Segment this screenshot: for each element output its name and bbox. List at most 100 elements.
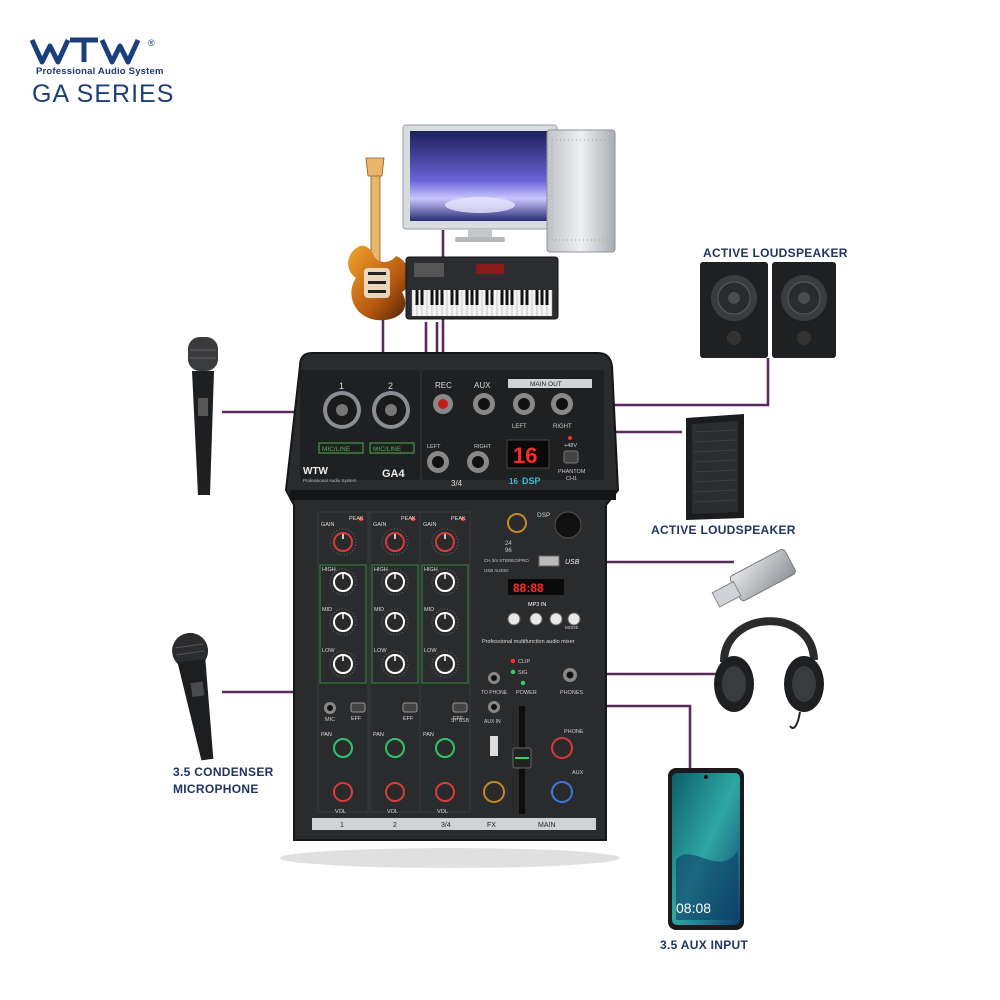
label-condenser-mic-line1: 3.5 CONDENSER [173, 765, 274, 779]
peak-led [410, 516, 416, 522]
knob-scale [431, 608, 459, 636]
xlr-jack-ch2[interactable] [372, 391, 410, 429]
mic-line-1: MIC/LINE [322, 446, 351, 453]
dsp-display: 16 [513, 443, 537, 468]
strip-label-2: 2 [393, 822, 397, 829]
fx-level-knob[interactable] [507, 513, 527, 533]
main-out-label: MAIN OUT [530, 381, 562, 388]
strip-label-main: MAIN [538, 822, 556, 829]
usb-player-button[interactable] [567, 612, 581, 626]
guitar-icon [348, 157, 410, 321]
keyboard-black-key [535, 290, 539, 305]
volume-knob[interactable] [435, 782, 455, 802]
mid-knob[interactable] [333, 612, 353, 632]
phone-volume-knob[interactable] [551, 737, 573, 759]
phone-knob-label: PHONE [564, 729, 584, 735]
rec-jack[interactable] [433, 394, 453, 414]
phantom-button[interactable] [563, 450, 579, 464]
usb-player-button[interactable] [507, 612, 521, 626]
vol-label: VOL [387, 809, 398, 815]
mid-knob[interactable] [385, 612, 405, 632]
high-knob[interactable] [435, 572, 455, 592]
pan-knob[interactable] [385, 738, 405, 758]
keyboard-black-key [520, 290, 524, 305]
knob-scale [431, 568, 459, 596]
ch34-stereo: CH 3/4 STEREO/PRO [484, 558, 529, 563]
power-label: POWER [516, 690, 537, 696]
usb-port[interactable] [538, 555, 560, 567]
high-knob[interactable] [333, 572, 353, 592]
usb-player-display: 88:88 [513, 581, 544, 595]
brand-logo: ® [30, 37, 155, 65]
usb-player-button[interactable] [549, 612, 563, 626]
peak-label: PEAK [349, 516, 364, 522]
aux-knob-label: AUX [572, 770, 584, 776]
keyboard-black-key [510, 290, 514, 305]
aux-volume-knob[interactable] [551, 781, 573, 803]
peak-led [358, 516, 364, 522]
computer-icon [402, 124, 616, 253]
mic-35-jack[interactable] [324, 702, 336, 714]
knob-scale [431, 650, 459, 678]
mid-label: MID [322, 607, 332, 613]
usb-player-button[interactable] [529, 612, 543, 626]
rec-label: REC [435, 381, 452, 390]
registered-mark: ® [148, 38, 155, 48]
vol-label: VOL [335, 809, 346, 815]
main-left-jack[interactable] [513, 393, 535, 415]
ch34-right-jack[interactable] [467, 451, 489, 473]
volume-knob[interactable] [333, 782, 353, 802]
keyboard-black-key [545, 290, 549, 305]
dsp-select-knob[interactable] [554, 511, 582, 539]
volume-knob[interactable] [385, 782, 405, 802]
model-label: GA4 [382, 468, 406, 480]
gain-knob[interactable] [333, 532, 353, 552]
mid-label: MID [424, 607, 434, 613]
eff-label: EFF [403, 716, 414, 722]
loudspeaker-icon [686, 414, 744, 520]
knob-scale [381, 650, 409, 678]
mp3-in-label: MP3 IN [528, 602, 546, 608]
gain-knob[interactable] [385, 532, 405, 552]
high-knob[interactable] [385, 572, 405, 592]
main-right-jack[interactable] [551, 393, 573, 415]
xlr-jack-ch1[interactable] [323, 391, 361, 429]
keyboard-black-key [420, 290, 424, 305]
pan-label: PAN [423, 732, 434, 738]
gain-label: GAIN [373, 522, 386, 528]
mid-knob[interactable] [435, 612, 455, 632]
ch1-label: 1 [339, 381, 344, 391]
low-knob[interactable] [435, 654, 455, 674]
pan-knob[interactable] [435, 738, 455, 758]
high-label: HIGH [322, 567, 336, 573]
phones-jack[interactable] [563, 668, 577, 682]
aux-label: AUX [474, 381, 491, 390]
keyboard-icon [405, 256, 559, 320]
aux-jack[interactable] [473, 393, 495, 415]
pan-knob[interactable] [333, 738, 353, 758]
eff-button[interactable] [402, 702, 418, 713]
aux-in-jack[interactable] [488, 701, 500, 713]
low-label: LOW [374, 648, 387, 654]
low-knob[interactable] [385, 654, 405, 674]
keyboard-black-key [435, 290, 439, 305]
ch34-right-label: RIGHT [474, 444, 492, 450]
bit-depth: 24 [505, 541, 512, 547]
dsp-bits: 16 [509, 477, 518, 486]
smartphone-icon: 08:08 [668, 768, 744, 930]
channel-strip [317, 511, 369, 813]
to-phone-jack[interactable] [488, 672, 500, 684]
low-knob[interactable] [333, 654, 353, 674]
peak-label: PEAK [401, 516, 416, 522]
eq-section [319, 564, 367, 684]
eff-button[interactable] [350, 702, 366, 713]
strip-label-fx: FX [487, 822, 496, 829]
ch34-left-jack[interactable] [427, 451, 449, 473]
brand-series: GA SERIES [32, 80, 175, 108]
strip-label-34: 3/4 [441, 822, 451, 829]
knob-scale [381, 568, 409, 596]
brand-tagline: Professional Audio System [36, 66, 164, 77]
eff-button[interactable] [452, 702, 468, 713]
fx-volume-knob[interactable] [483, 781, 505, 803]
gain-knob[interactable] [435, 532, 455, 552]
